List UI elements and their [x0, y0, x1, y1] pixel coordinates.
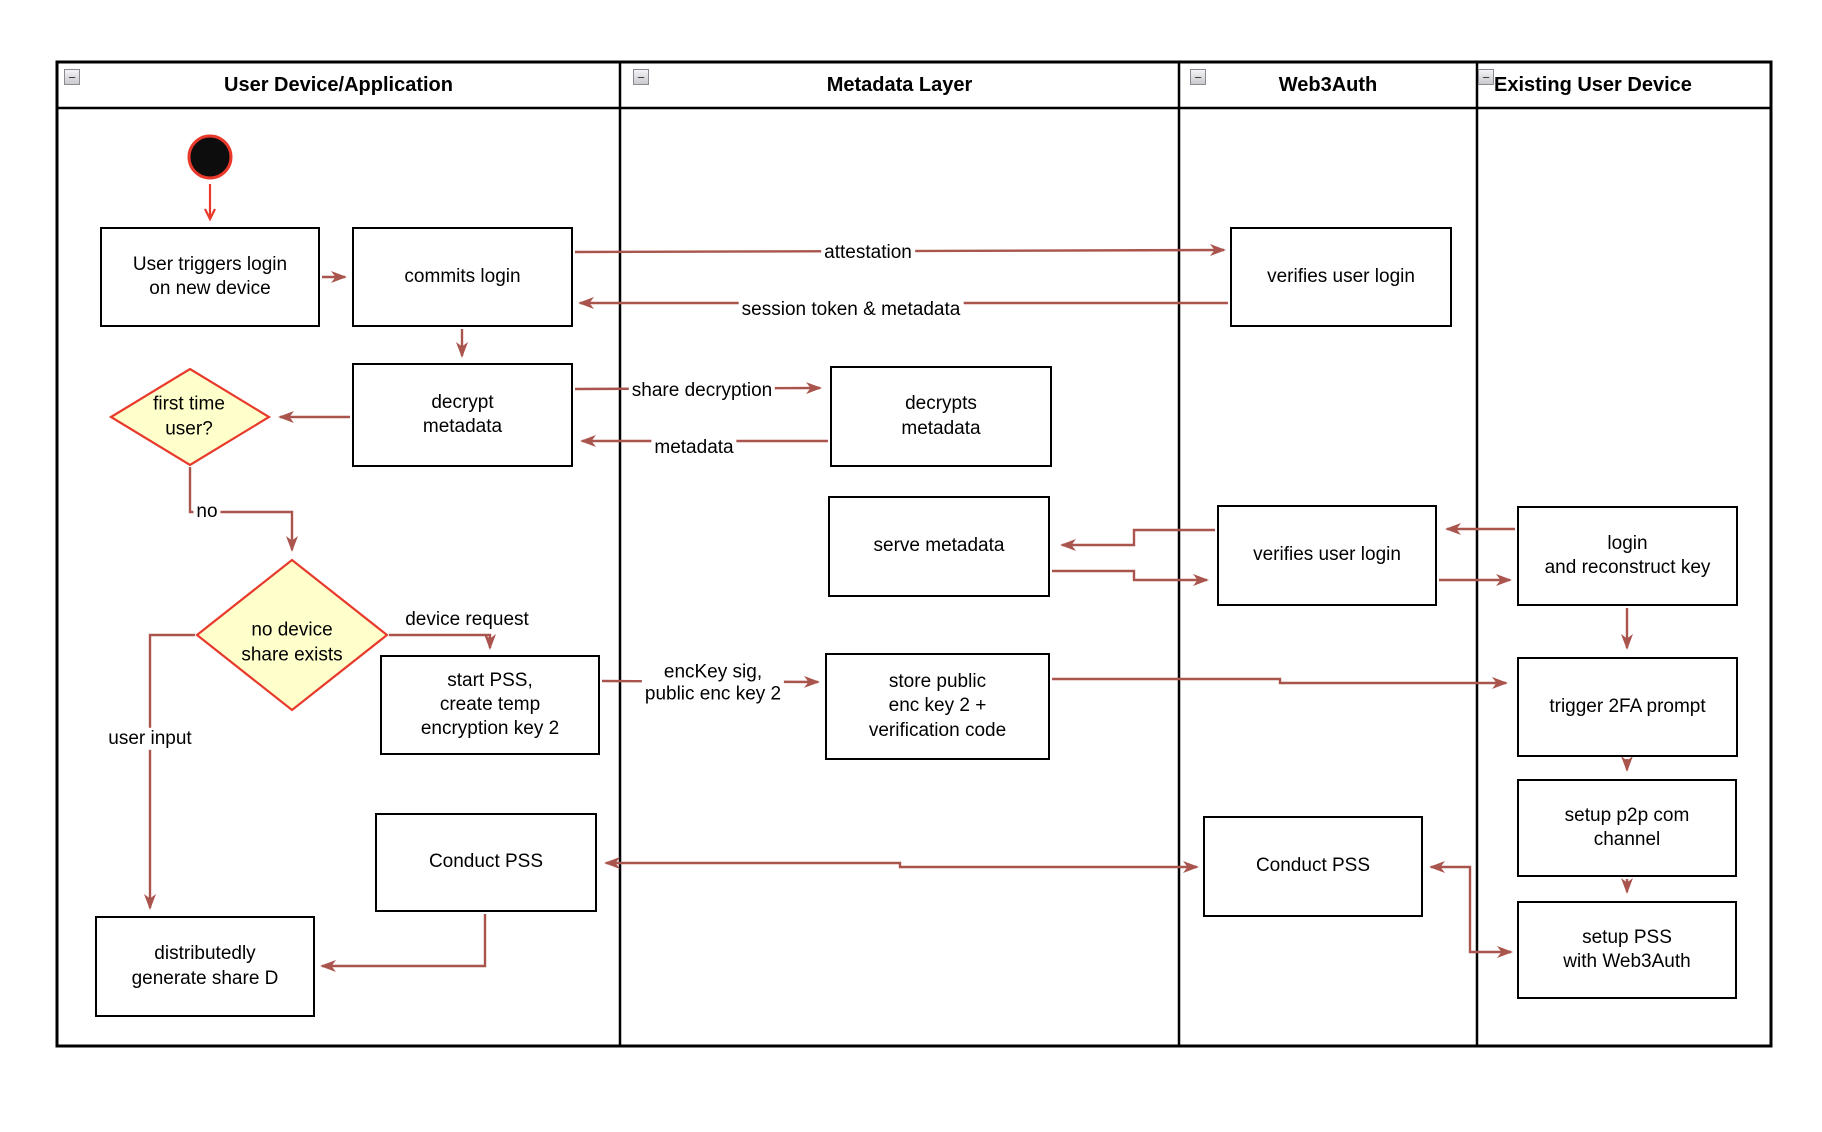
- edge-device-request: [389, 633, 496, 650]
- edge-conductud-to-distributedly: [320, 914, 487, 972]
- edge-store-to-trigger2fa: [1052, 677, 1508, 689]
- lane-header-metadata-layer: Metadata Layer: [826, 73, 973, 96]
- start-node: [187, 134, 233, 180]
- node-verifies-user-login-2: verifies user login: [1217, 505, 1437, 606]
- collapse-icon[interactable]: −: [1478, 69, 1494, 85]
- node-serve-metadata: serve metadata: [828, 496, 1050, 597]
- edge-conductpss-bidirectional: [604, 857, 1199, 873]
- node-trigger-2fa-prompt: trigger 2FA prompt: [1517, 657, 1738, 757]
- edge-label-no: no: [193, 500, 221, 524]
- edge-label-enckey-sig: encKey sig, public enc key 2: [641, 661, 785, 707]
- node-conduct-pss-web3auth: Conduct PSS: [1203, 816, 1423, 917]
- edge-user-input: [144, 633, 195, 910]
- node-decrypt-metadata: decrypt metadata: [352, 363, 573, 467]
- edge-label-user-input: user input: [105, 727, 195, 751]
- edge-setuppss-conductpss: [1429, 861, 1513, 958]
- collapse-icon[interactable]: −: [64, 69, 80, 85]
- edge-label-device-request: device request: [402, 608, 532, 632]
- node-setup-p2p-channel: setup p2p com channel: [1517, 779, 1737, 877]
- node-user-triggers-login: User triggers login on new device: [100, 227, 320, 327]
- decision-first-time-user-label: first time user?: [153, 393, 225, 439]
- collapse-icon[interactable]: −: [633, 69, 649, 85]
- node-login-reconstruct-key: login and reconstruct key: [1517, 506, 1738, 606]
- node-setup-pss-web3auth: setup PSS with Web3Auth: [1517, 901, 1737, 999]
- collapse-icon[interactable]: −: [1190, 69, 1206, 85]
- lane-header-user-device: User Device/Application: [224, 73, 453, 96]
- decision-no-device-share-label: no device share exists: [241, 619, 343, 665]
- node-conduct-pss-userdevice: Conduct PSS: [375, 813, 597, 912]
- decision-no-device-share-shape: [195, 558, 389, 712]
- node-store-public-enc-key: store public enc key 2 + verification co…: [825, 653, 1050, 760]
- node-start-pss: start PSS, create temp encryption key 2: [380, 655, 600, 755]
- node-verifies-user-login-1: verifies user login: [1230, 227, 1452, 327]
- edge-label-metadata: metadata: [651, 436, 737, 460]
- node-commits-login: commits login: [352, 227, 573, 327]
- edge-label-attestation: attestation: [821, 241, 915, 265]
- node-decrypts-metadata: decrypts metadata: [830, 366, 1052, 467]
- edge-no-branch: [188, 467, 298, 552]
- lane-header-web3auth: Web3Auth: [1278, 73, 1378, 96]
- lane-header-existing-user-device: Existing User Device: [1494, 73, 1692, 96]
- edge-label-share-decryption: share decryption: [628, 379, 776, 403]
- edge-label-session-token: session token & metadata: [738, 298, 964, 322]
- diagram-frame: [55, 60, 1773, 1048]
- edge-serve-to-verifies2: [1052, 569, 1209, 586]
- decision-first-time-user-shape: [108, 367, 272, 467]
- node-distributedly-generate-share: distributedly generate share D: [95, 916, 315, 1017]
- edge-verifies2-to-serve: [1060, 528, 1215, 551]
